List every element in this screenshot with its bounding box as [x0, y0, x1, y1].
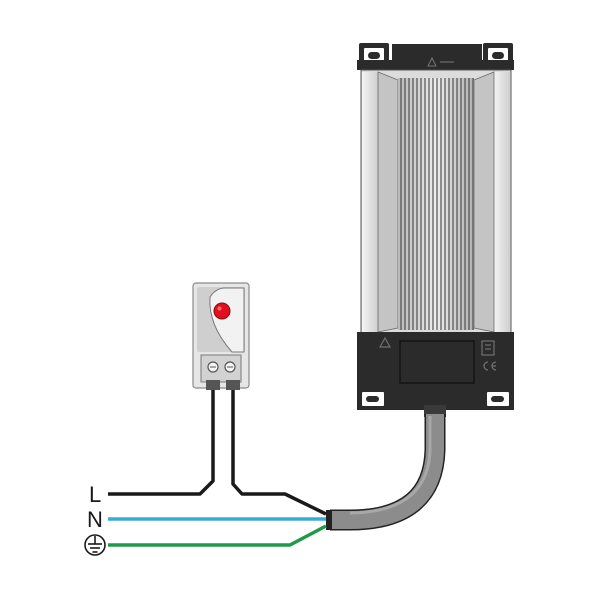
heater-bottom-left-mount	[362, 392, 384, 406]
line-wire-output	[231, 390, 327, 516]
thermostat-terminal-screws	[207, 361, 236, 373]
thermostat	[192, 282, 250, 390]
power-cable	[326, 414, 446, 531]
line-label: L	[89, 482, 102, 507]
manual-book-icon	[481, 340, 495, 356]
warning-triangle-icon	[378, 336, 392, 348]
heater-cooling-fins	[400, 78, 474, 330]
heater	[357, 43, 514, 417]
ground-icon	[84, 534, 106, 556]
heater-side-right	[494, 72, 510, 332]
thermostat-knob	[213, 302, 231, 320]
heater-top-cap-center	[392, 44, 482, 74]
ce-mark-icon	[483, 361, 497, 371]
heater-label-plate	[399, 340, 475, 384]
neutral-label: N	[87, 507, 103, 532]
line-wire-input	[108, 390, 215, 496]
heater-bottom-right-mount	[487, 392, 509, 406]
heater-top-cap-markings	[427, 56, 454, 67]
earth-wire	[108, 524, 327, 547]
heater-side-left	[362, 72, 378, 332]
